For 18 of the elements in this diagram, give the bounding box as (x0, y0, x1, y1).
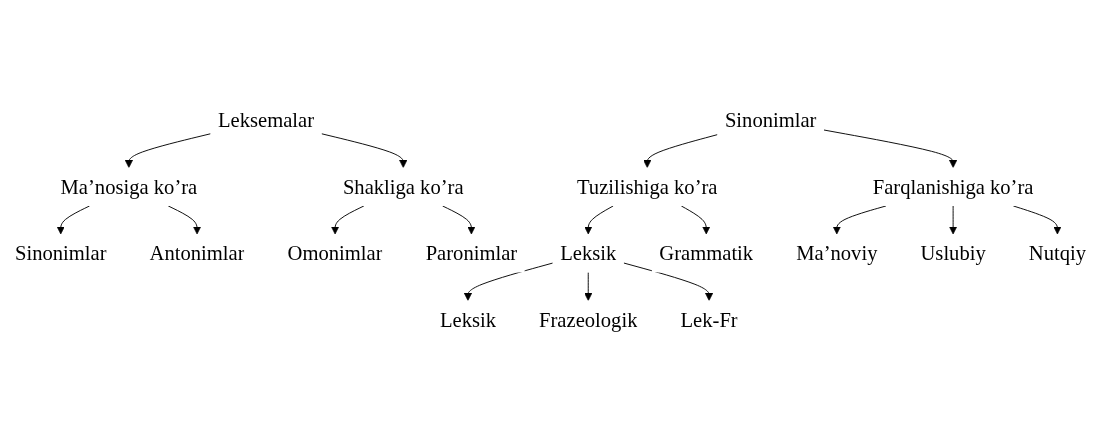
node-text: Uslubiy (920, 241, 986, 265)
node-text: Leksemalar (218, 108, 315, 132)
node-text: Tuzilishiga ko’ra (576, 175, 718, 199)
node-text: Omonimlar (287, 241, 383, 265)
node-text: Sinonimlar (724, 108, 817, 132)
node-text: Leksik (560, 241, 617, 265)
node-text: Sinonimlar (14, 241, 107, 265)
node-text: Ma’nosiga ko’ra (60, 175, 198, 199)
node-text: Frazeologik (539, 308, 638, 332)
node-text: Paronimlar (425, 241, 518, 265)
node-text: Farqlanishiga ko’ra (872, 175, 1034, 199)
node-text: Ma’noviy (796, 241, 878, 265)
node-text: Lek-Fr (680, 308, 738, 332)
node-text: Leksik (439, 308, 496, 332)
node-text: Antonimlar (149, 241, 245, 265)
node-text: Nutqiy (1028, 241, 1087, 265)
node-text: Shakliga ko’ra (342, 175, 464, 199)
node-text: Grammatik (659, 241, 754, 265)
